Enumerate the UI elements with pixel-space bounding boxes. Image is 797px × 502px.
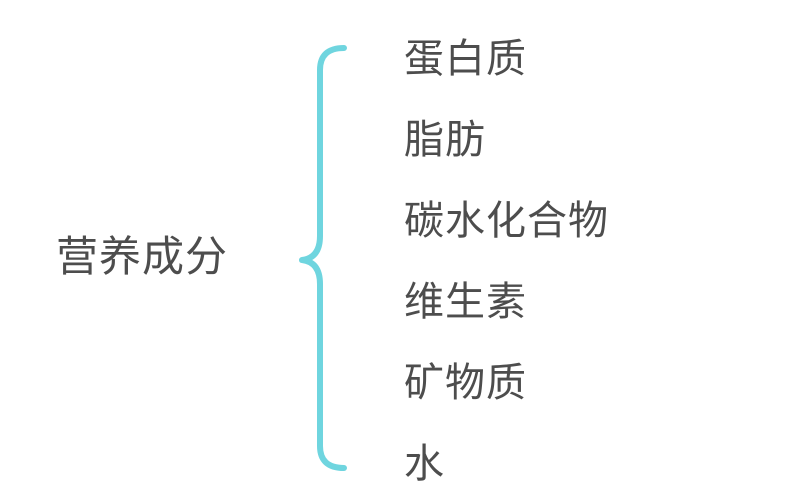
list-item: 水 xyxy=(404,441,445,487)
list-item: 维生素 xyxy=(404,279,527,325)
list-item: 蛋白质 xyxy=(404,36,527,82)
list-item: 矿物质 xyxy=(404,360,527,406)
root-label: 营养成分 xyxy=(56,232,229,281)
list-item: 碳水化合物 xyxy=(404,198,609,244)
curly-brace-connector xyxy=(299,45,347,471)
list-item: 脂肪 xyxy=(404,117,486,163)
